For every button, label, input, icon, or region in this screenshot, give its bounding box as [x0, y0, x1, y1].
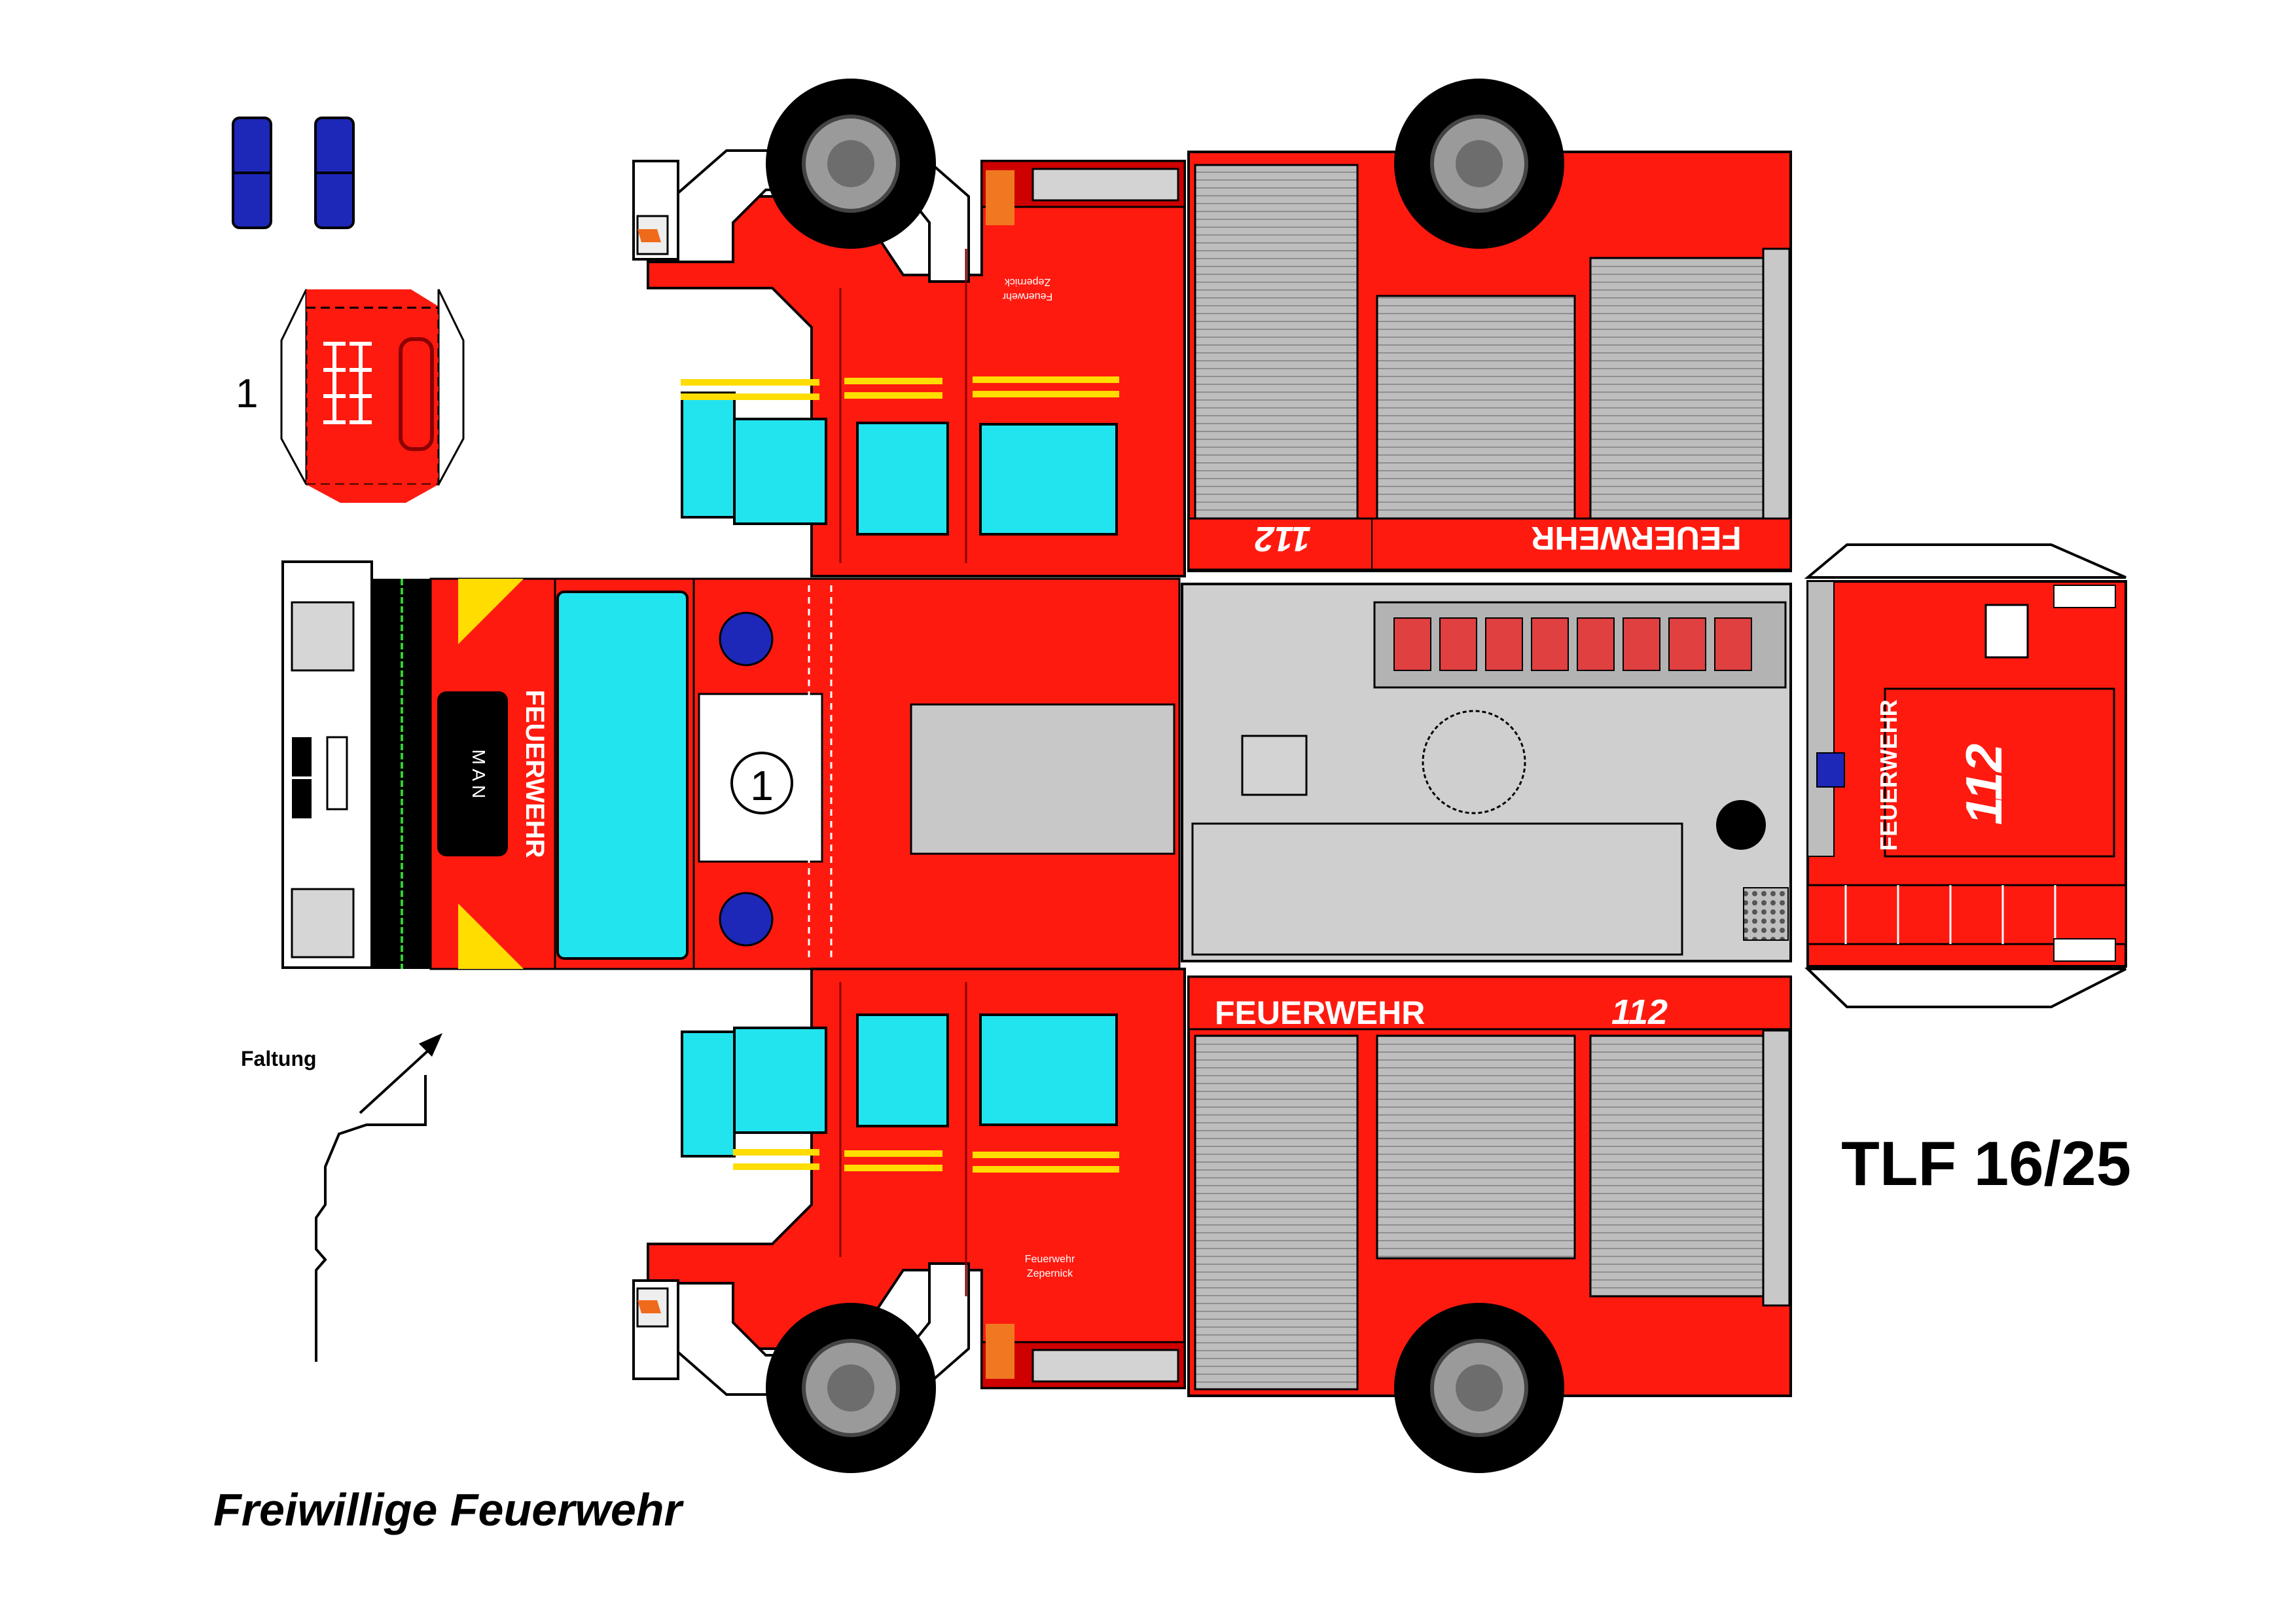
upper-door-lettering-1: Feuerwehr	[1002, 291, 1052, 302]
light-bar-cutout: 1	[236, 289, 465, 503]
footer-title: Freiwillige Feuerwehr	[213, 1484, 685, 1535]
rear-lettering: FEUERWEHR	[1875, 699, 1902, 850]
lower-side-number: 112	[1611, 993, 1668, 1032]
upper-side-number: 112	[1255, 519, 1311, 558]
rear-number: 112	[1955, 744, 2013, 825]
roof-circle-number: 1	[750, 762, 774, 809]
upper-rear-wheel	[1394, 79, 1564, 249]
fold-indicator: Faltung	[241, 1033, 442, 1362]
model-title: TLF 16/25	[1841, 1129, 2131, 1199]
lower-front-wheel	[766, 1303, 936, 1473]
upper-side-panel: Feuerwehr Zepernick FEUERWEHR 112	[632, 79, 1792, 577]
front-lettering: FEUERWEHR	[520, 689, 549, 858]
front-brand: M A N	[469, 750, 489, 799]
upper-front-wheel	[766, 79, 936, 249]
blue-beacon-cutouts	[232, 117, 355, 229]
rear-face-panel: FEUERWEHR 112	[1804, 543, 2127, 1008]
lower-side-panel: Feuerwehr Zepernick FEUERWEHR 112	[632, 968, 1792, 1473]
upper-side-lettering: FEUERWEHR	[1531, 520, 1741, 556]
lower-door-lettering-2: Zepernick	[1027, 1268, 1073, 1279]
lower-rear-wheel	[1394, 1303, 1564, 1473]
fold-label: Faltung	[241, 1047, 317, 1070]
lower-side-lettering: FEUERWEHR	[1215, 994, 1425, 1031]
roof-panel	[1181, 583, 1792, 962]
front-face-panel: M A N FEUERWEHR 1	[281, 560, 1181, 970]
light-bar-number: 1	[236, 371, 258, 416]
lower-door-lettering-1: Feuerwehr	[1025, 1254, 1075, 1265]
upper-door-lettering-2: Zepernick	[1004, 276, 1050, 287]
